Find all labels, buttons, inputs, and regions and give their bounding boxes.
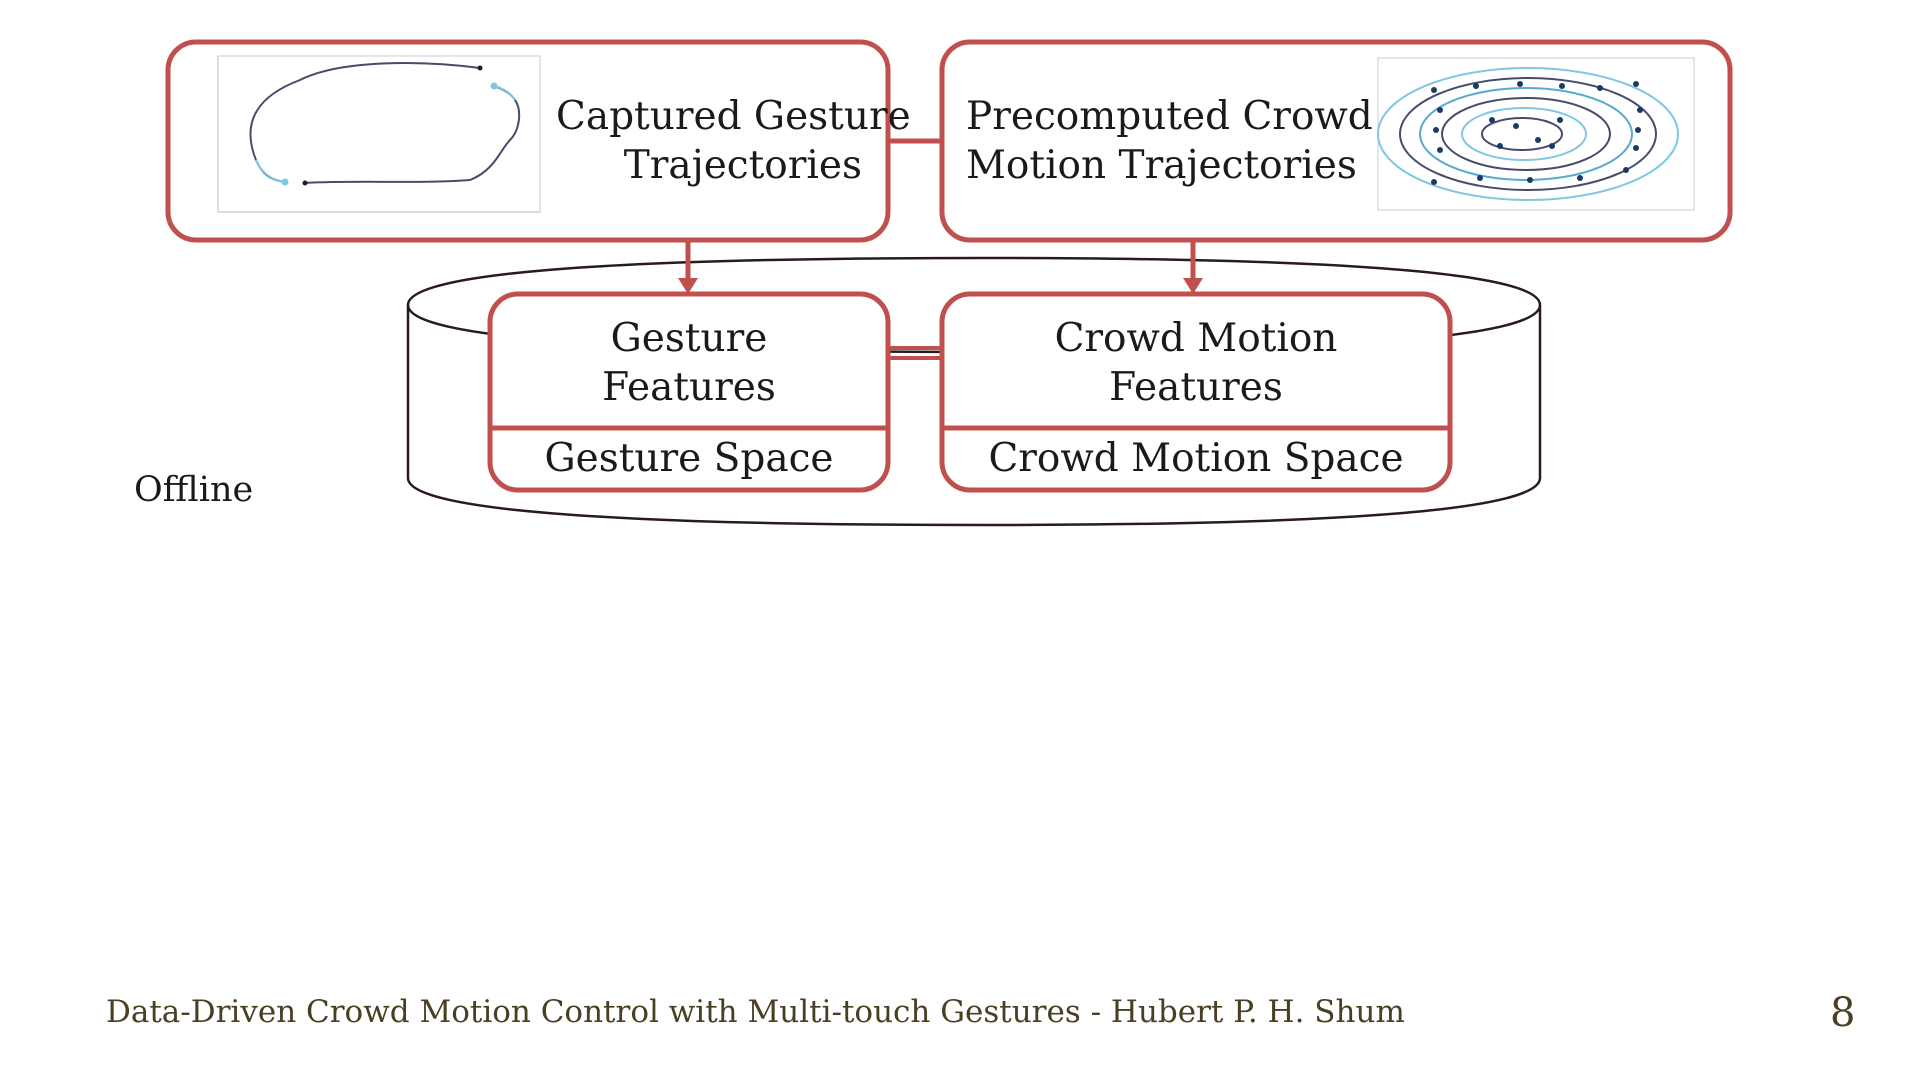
gesture-features-box: [487, 291, 891, 493]
crowd-features-line1: Crowd Motion: [1054, 316, 1338, 361]
footer-citation: Data-Driven Crowd Motion Control with Mu…: [106, 994, 1405, 1030]
precomputed-crowd-line1: Precomputed Crowd: [966, 94, 1373, 139]
offline-stage-label: Offline: [134, 470, 254, 510]
gesture-features-label: Gesture Features: [490, 314, 888, 412]
crowd-features-line2: Features: [1109, 365, 1283, 410]
captured-gesture-label: Captured Gesture Trajectories: [556, 92, 911, 190]
crowd-space-label: Crowd Motion Space: [988, 436, 1404, 481]
crowd-features-box: [939, 291, 1453, 493]
crowd-features-label: Crowd Motion Features: [942, 314, 1450, 412]
gesture-space-label: Gesture Space: [544, 436, 834, 481]
page-number: 8: [1830, 990, 1856, 1036]
arrow-crowd: [1183, 240, 1203, 294]
captured-gesture-line1: Captured Gesture: [556, 94, 911, 139]
arrow-gesture: [678, 240, 698, 294]
feature-connector: [888, 346, 942, 360]
crowd-trajectory-plot: [1377, 57, 1695, 211]
captured-gesture-line2: Trajectories: [623, 143, 862, 188]
gesture-features-line1: Gesture: [610, 316, 768, 361]
precomputed-crowd-label: Precomputed Crowd Motion Trajectories: [966, 92, 1373, 190]
precomputed-crowd-line2: Motion Trajectories: [966, 143, 1357, 188]
gesture-trajectory-plot: [217, 55, 541, 213]
gesture-features-line2: Features: [602, 365, 776, 410]
